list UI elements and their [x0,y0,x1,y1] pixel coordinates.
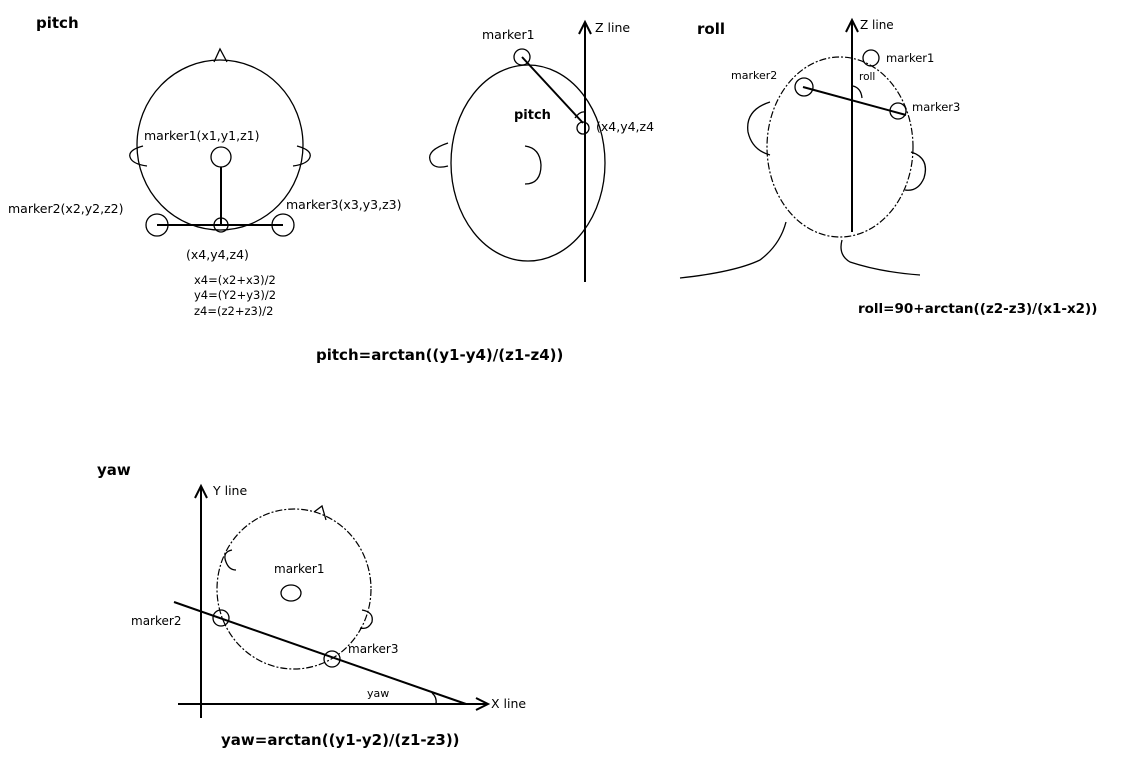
equation-z4: z4=(z2+z3)/2 [194,304,274,318]
midpoint-circle [213,217,229,233]
roll-marker3-circle [889,102,907,120]
roll-angle-label: roll [859,71,875,83]
side-midpoint-label: (x4,y4,z4 [596,119,654,134]
pitch-side-panel: Z line marker1 pitch (x4,y4,z4 pitch=arc… [316,19,654,364]
yaw-angle-arc [431,692,437,705]
yaw-formula: yaw=arctan((y1-y2)/(z1-z3)) [221,731,460,749]
roll-z-axis-label: Z line [860,18,894,32]
roll-marker-line [802,86,907,116]
yaw-head-outline [216,508,372,670]
roll-head-outline [766,56,914,238]
roll-left-ear-shape [747,101,771,156]
roll-marker1-circle [862,49,880,67]
yaw-marker3-circle [323,650,341,668]
x-axis-arrowhead [475,697,491,711]
pitch-front-title: pitch [36,14,79,32]
z-axis-label: Z line [595,20,630,35]
yaw-marker2-circle [212,609,230,627]
nose-shape [213,47,228,63]
side-marker1-circle [513,48,531,66]
roll-right-shoulder-shape [840,239,921,276]
marker1-label: marker1(x1,y1,z1) [144,128,259,143]
y-axis-arrowhead [194,483,208,499]
roll-marker2-circle [794,77,814,97]
pitch-angle-arc [574,111,586,119]
marker2-circle [145,213,169,237]
yaw-marker2-label: marker2 [131,614,181,628]
marker3-label: marker3(x3,y3,z3) [286,197,401,212]
yaw-nose-shape [313,504,327,521]
roll-marker3-label: marker3 [912,100,960,114]
pitch-front-panel: pitch marker1(x1,y1,z1) marker2(x2,y2,z2… [8,14,401,318]
roll-title: roll [697,20,725,38]
side-head-outline [450,64,606,262]
yaw-right-ear-shape [359,609,373,630]
roll-left-shoulder-shape [679,221,787,279]
z-axis-arrowhead [578,19,592,35]
side-inner-ear-shape [524,145,542,185]
roll-panel: roll Z line marker1 marker2 roll marker3… [679,17,1097,317]
roll-z-axis-arrowhead [845,17,859,33]
yaw-angle-label: yaw [367,687,389,700]
yaw-title: yaw [97,461,131,479]
roll-marker1-label: marker1 [886,51,934,65]
roll-right-ear-shape [904,151,927,191]
midpoint-label: (x4,y4,z4) [186,247,249,262]
equation-y4: y4=(Y2+y3)/2 [194,288,276,302]
pitch-formula: pitch=arctan((y1-y4)/(z1-z4)) [316,346,563,364]
yaw-left-ear-shape [224,549,237,571]
marker3-circle [271,213,295,237]
pitch-angle-label: pitch [514,108,551,123]
roll-formula: roll=90+arctan((z2-z3)/(x1-x2)) [858,301,1097,317]
roll-marker2-label: marker2 [731,69,777,82]
marker2-label: marker2(x2,y2,z2) [8,201,123,216]
yaw-panel: yaw Y line X line marker1 marker2 marker… [97,461,526,749]
head-outline [136,59,304,231]
y-axis-label: Y line [212,483,247,498]
pitch-marker-line [521,56,584,124]
x-axis-label: X line [491,696,526,711]
yaw-marker1-label: marker1 [274,562,324,576]
yaw-marker3-label: marker3 [348,642,398,656]
marker1-circle [210,146,232,168]
equation-x4: x4=(x2+x3)/2 [194,273,276,287]
roll-angle-arc [852,85,863,99]
yaw-marker1-circle [280,584,302,602]
yaw-marker-line [173,601,467,705]
side-marker1-label: marker1 [482,27,535,42]
side-ear-shape [428,142,449,168]
side-midpoint-circle [576,121,590,135]
